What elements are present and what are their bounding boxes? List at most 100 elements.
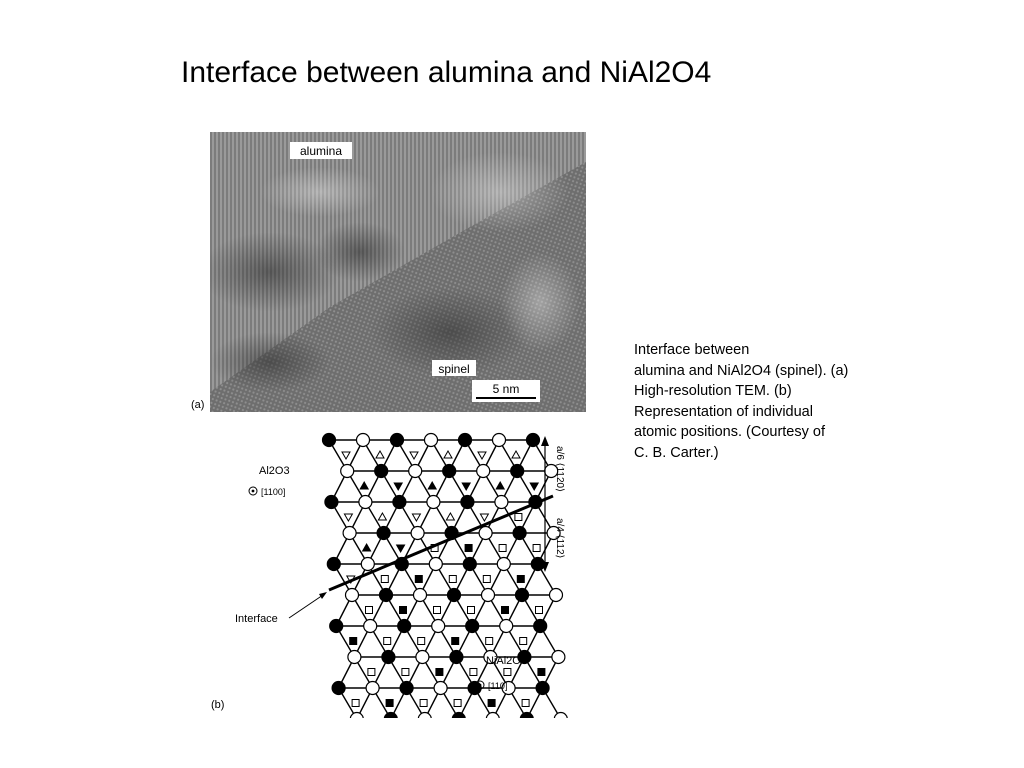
- interface-label: Interface: [235, 613, 278, 625]
- square-site-symbol: [385, 699, 394, 707]
- filled-atom: [467, 680, 482, 696]
- filled-atom: [519, 711, 534, 718]
- triangle-site-symbol: [427, 480, 438, 490]
- triangle-site-symbol: [359, 480, 370, 490]
- filled-atom: [517, 649, 532, 665]
- square-site-symbol: [414, 575, 423, 583]
- open-atom: [501, 680, 516, 696]
- filled-atom: [392, 494, 407, 510]
- open-atom: [355, 432, 371, 448]
- atomic-schematic: a/6 ⟨1120⟩ a/4 ⟨112⟩ Al2O3 [1100] NiAl2O…: [211, 432, 568, 718]
- square-site-symbol: [365, 606, 373, 614]
- open-atom: [360, 556, 375, 572]
- open-atom: [494, 494, 509, 510]
- square-site-symbol: [451, 637, 460, 645]
- panel-label-b: (b): [211, 699, 224, 711]
- open-atom: [349, 711, 364, 718]
- filled-atom: [533, 618, 548, 634]
- square-site-symbol: [485, 637, 494, 645]
- alumina-label: alumina: [300, 144, 342, 158]
- caption-line: C. B. Carter.): [634, 444, 719, 461]
- triangle-site-symbol: [477, 451, 487, 461]
- triangle-site-symbol: [479, 513, 490, 523]
- caption-line: atomic positions. (Courtesy of: [634, 424, 825, 440]
- open-atom: [412, 587, 428, 603]
- square-site-symbol: [482, 575, 491, 583]
- zone-axis-spinel: [110]: [488, 681, 507, 691]
- square-site-symbol: [453, 699, 462, 707]
- filled-atom: [528, 494, 543, 510]
- open-atom: [478, 525, 493, 541]
- slide-title: Interface between alumina and NiAl2O4: [181, 56, 712, 89]
- zone-axis-icon: [475, 680, 485, 690]
- zone-axis-icon: [248, 486, 258, 496]
- triangle-site-symbol: [361, 542, 372, 552]
- phase-label-alumina: Al2O3: [259, 465, 290, 477]
- square-site-symbol: [367, 668, 376, 676]
- open-atom: [347, 649, 362, 665]
- filled-atom: [444, 525, 459, 541]
- open-atom: [340, 463, 355, 479]
- triangle-site-symbol: [395, 544, 406, 554]
- filled-atom: [397, 618, 412, 634]
- filled-atom: [449, 649, 464, 665]
- caption-line: Interface between: [634, 342, 750, 358]
- interface-pointer-head: [319, 592, 327, 599]
- caption-line: High-resolution TEM. (b): [634, 383, 792, 399]
- open-atom: [358, 494, 373, 510]
- triangle-site-symbol: [411, 513, 422, 523]
- square-site-symbol: [464, 544, 473, 552]
- tem-image: alumina spinel 5 nm: [210, 132, 586, 412]
- filled-atom: [329, 618, 344, 634]
- square-site-symbol: [519, 637, 528, 645]
- square-site-symbol: [417, 637, 426, 645]
- square-site-symbol: [401, 668, 410, 676]
- square-site-symbol: [435, 668, 444, 676]
- triangle-site-symbol: [341, 451, 351, 461]
- square-site-symbol: [521, 699, 530, 707]
- triangle-site-symbol: [495, 480, 506, 490]
- filled-atom: [525, 432, 541, 448]
- filled-atom: [381, 649, 396, 665]
- filled-atom: [394, 556, 409, 572]
- square-site-symbol: [383, 637, 392, 645]
- filled-atom: [465, 618, 480, 634]
- open-atom: [417, 711, 432, 718]
- filled-atom: [535, 680, 550, 696]
- open-atom: [433, 680, 448, 696]
- square-site-symbol: [351, 699, 360, 707]
- triangle-site-symbol: [375, 449, 385, 459]
- square-site-symbol: [498, 544, 507, 552]
- arrow-head-bottom: [541, 562, 549, 572]
- square-site-symbol: [501, 606, 509, 614]
- open-atom: [408, 463, 423, 479]
- open-atom: [496, 556, 511, 572]
- triangle-site-symbol: [409, 451, 419, 461]
- filled-atom: [512, 525, 527, 541]
- triangle-site-symbol: [393, 482, 404, 492]
- triangle-site-symbol: [529, 482, 540, 492]
- filled-atom: [374, 463, 389, 479]
- open-atom: [548, 587, 564, 603]
- square-site-symbol: [469, 668, 478, 676]
- filled-atom: [389, 432, 405, 448]
- filled-atom: [446, 587, 462, 603]
- filled-atom: [321, 432, 337, 448]
- figure: alumina spinel 5 nm (a) a/6 ⟨1120⟩ a/4 ⟨…: [185, 128, 595, 718]
- square-site-symbol: [537, 668, 546, 676]
- filled-atom: [324, 494, 339, 510]
- phase-label-spinel: NiAl2O4: [486, 655, 527, 667]
- square-site-symbol: [430, 544, 439, 552]
- filled-atom: [510, 463, 525, 479]
- filled-atom: [376, 525, 391, 541]
- open-atom: [485, 711, 500, 718]
- spinel-label: spinel: [438, 362, 469, 376]
- filled-atom: [457, 432, 473, 448]
- open-atom: [363, 618, 378, 634]
- open-atom: [499, 618, 514, 634]
- open-atom: [491, 432, 507, 448]
- square-site-symbol: [448, 575, 457, 583]
- triangle-site-symbol: [445, 511, 456, 521]
- triangle-site-symbol: [511, 449, 521, 459]
- open-atom: [415, 649, 430, 665]
